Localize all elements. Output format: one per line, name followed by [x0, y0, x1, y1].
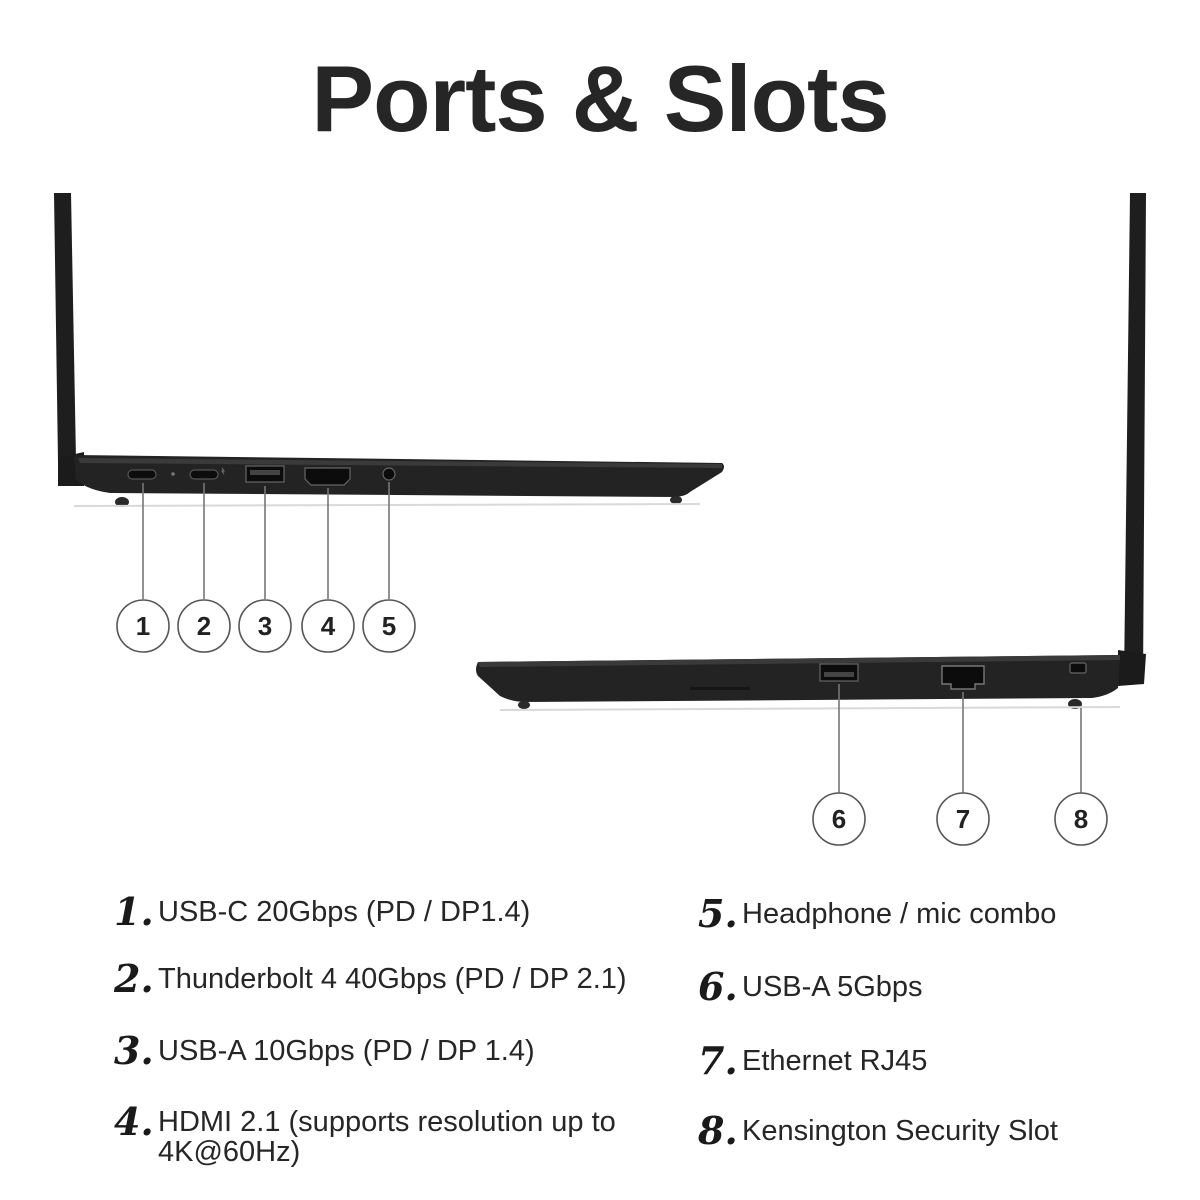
right-laptop-side-view	[476, 193, 1146, 793]
spec-item-3: 3. USB-A 10Gbps (PD / DP 1.4)	[114, 1032, 535, 1070]
spec-number: 1.	[114, 889, 154, 934]
spec-number: 2.	[114, 956, 154, 1001]
spec-item-2: 2. Thunderbolt 4 40Gbps (PD / DP 2.1)	[114, 960, 627, 998]
left-laptop-side-view	[54, 193, 724, 599]
spec-item-5: 5. Headphone / mic combo	[698, 895, 1056, 933]
spec-item-7: 7. Ethernet RJ45	[698, 1042, 927, 1080]
spec-number: 4.	[114, 1099, 154, 1144]
spec-text: Thunderbolt 4 40Gbps (PD / DP 2.1)	[158, 963, 627, 995]
spec-item-8: 8. Kensington Security Slot	[698, 1112, 1058, 1150]
callout-5: 5	[362, 599, 416, 653]
laptop-ports-figure: 1 2 3 4 5 6 7 8	[54, 193, 1146, 846]
callout-2: 2	[177, 599, 231, 653]
svg-text:1: 1	[136, 611, 150, 641]
spec-number: 3.	[114, 1028, 154, 1073]
svg-text:6: 6	[832, 804, 846, 834]
callout-3: 3	[238, 599, 292, 653]
callout-8: 8	[1054, 792, 1108, 846]
audio-jack-icon	[382, 467, 396, 481]
usbc-port-icon	[127, 469, 157, 480]
spec-text: USB-A 10Gbps (PD / DP 1.4)	[158, 1035, 535, 1067]
spec-text: Ethernet RJ45	[742, 1045, 928, 1077]
spec-number: 7.	[698, 1038, 738, 1083]
page-title: Ports & Slots	[311, 46, 889, 151]
spec-item-4: 4. HDMI 2.1 (supports resolution up to 4…	[114, 1099, 678, 1168]
svg-text:4: 4	[321, 611, 336, 641]
svg-text:5: 5	[382, 611, 396, 641]
spec-text: USB-C 20Gbps (PD / DP1.4)	[158, 896, 531, 928]
svg-text:3: 3	[258, 611, 272, 641]
spec-number: 5.	[698, 891, 738, 936]
spec-item-1: 1. USB-C 20Gbps (PD / DP1.4)	[114, 893, 530, 931]
callout-4: 4	[301, 599, 355, 653]
callout-1: 1	[116, 599, 170, 653]
spec-item-6: 6. USB-A 5Gbps	[698, 968, 923, 1006]
hdmi-port-icon	[304, 467, 351, 486]
callout-6: 6	[812, 792, 866, 846]
svg-text:7: 7	[956, 804, 970, 834]
callout-7: 7	[936, 792, 990, 846]
svg-text:8: 8	[1074, 804, 1088, 834]
kensington-slot-icon	[1069, 662, 1087, 674]
thunderbolt-port-icon	[189, 469, 219, 480]
spec-number: 6.	[698, 964, 738, 1009]
svg-text:2: 2	[197, 611, 211, 641]
spec-text: USB-A 5Gbps	[742, 971, 923, 1003]
spec-text: Headphone / mic combo	[742, 898, 1057, 930]
spec-number: 8.	[698, 1108, 738, 1153]
ethernet-port-icon	[941, 665, 985, 690]
spec-text: Kensington Security Slot	[742, 1115, 1058, 1147]
spec-text: HDMI 2.1 (supports resolution up to 4K@6…	[158, 1106, 616, 1168]
